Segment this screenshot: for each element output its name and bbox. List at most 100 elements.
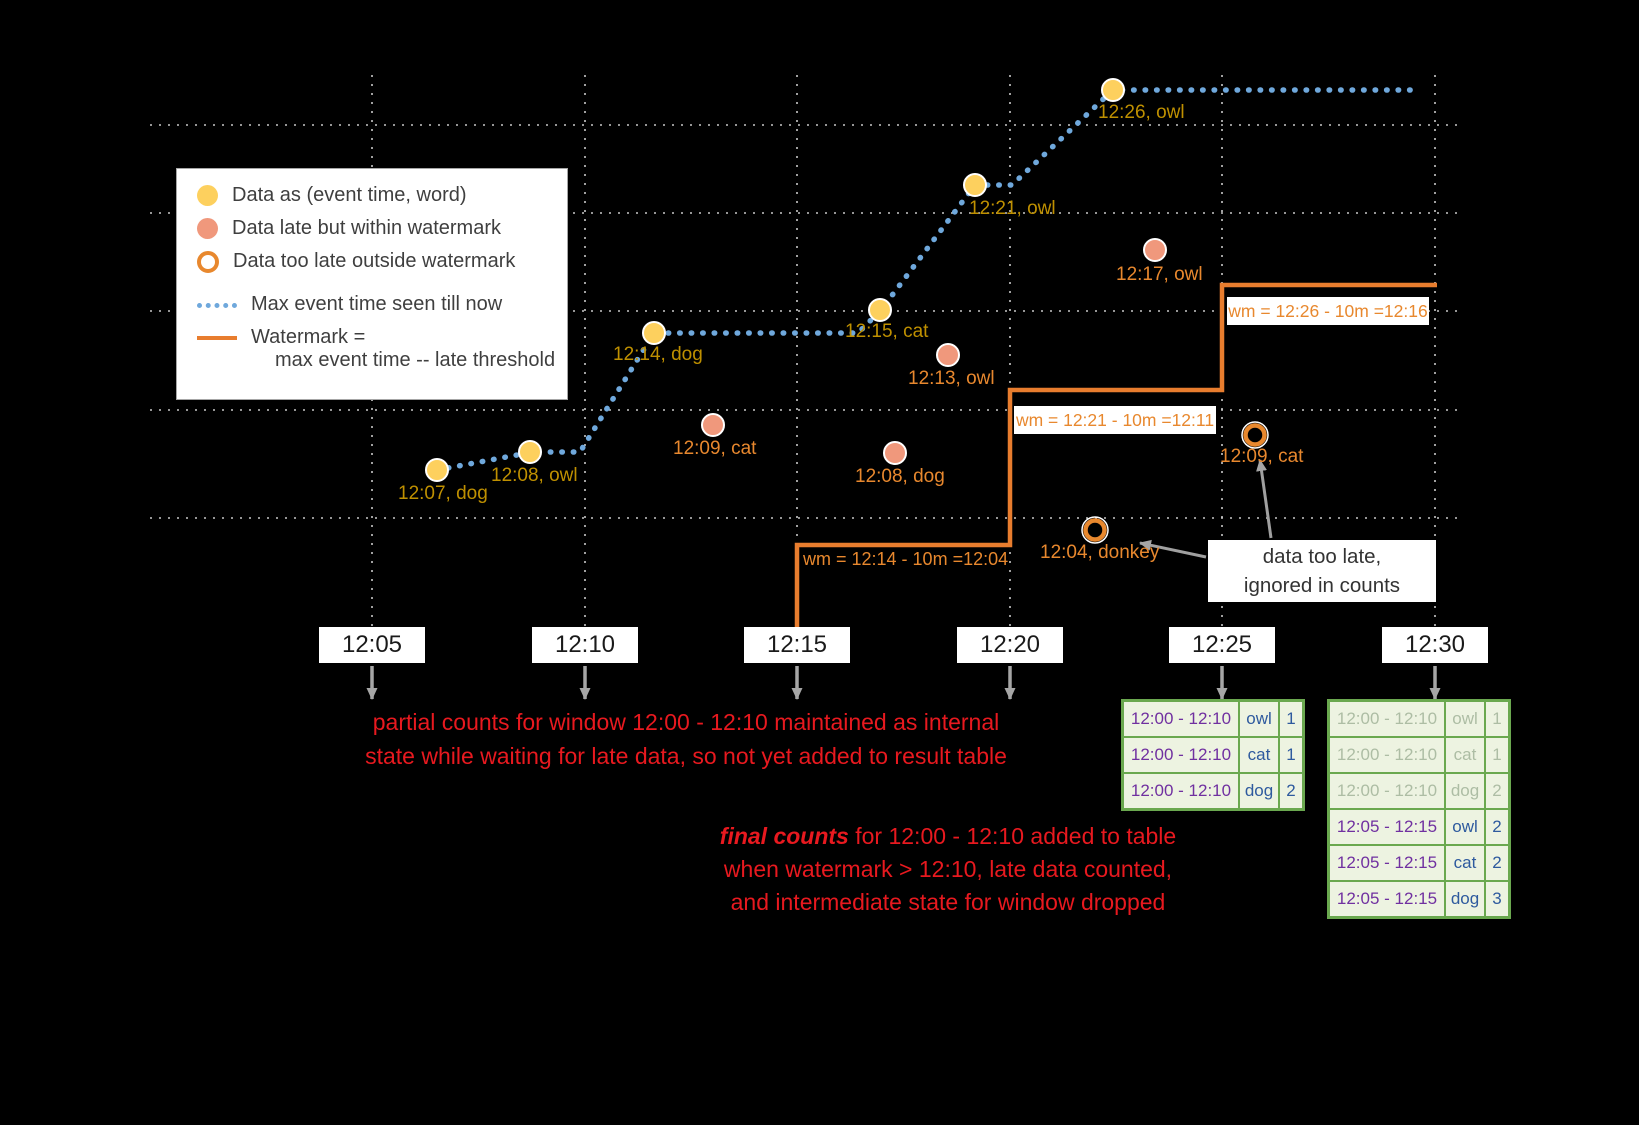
cell-word: dog — [1444, 880, 1486, 919]
cell-window: 12:00 - 12:10 — [1121, 699, 1240, 738]
cell-window: 12:00 - 12:10 — [1327, 772, 1446, 810]
too-late-annotation-arrows — [1139, 459, 1273, 559]
point-late-1209-cat — [701, 413, 725, 437]
label-late-1217-owl: 12:17, owl — [1116, 264, 1203, 285]
cell-count: 2 — [1484, 844, 1511, 882]
watermark-step-label-3: wm = 12:26 - 10m =12:16 — [1227, 297, 1429, 325]
legend: Data as (event time, word) Data late but… — [176, 168, 568, 400]
tick-1225: 12:25 — [1169, 627, 1275, 663]
watermark-step-label-1: wm = 12:14 - 10m =12:04 — [803, 549, 1009, 569]
point-toolate-1204-donkey — [1083, 518, 1107, 542]
final-counts-emphasis: final counts — [719, 823, 849, 849]
cell-count: 1 — [1278, 699, 1305, 738]
label-toolate-1209-cat: 12:09, cat — [1220, 446, 1304, 467]
result-table-1230: 12:00 - 12:10 owl 1 12:00 - 12:10 cat 1 … — [1327, 699, 1511, 919]
too-late-note-line2: ignored in counts — [1243, 574, 1401, 597]
final-counts-note: final counts for 12:00 - 12:10 added to … — [668, 820, 1228, 919]
on-time-points — [425, 78, 1125, 482]
cell-count: 1 — [1278, 736, 1305, 774]
table-row: 12:05 - 12:15 dog 3 — [1327, 880, 1511, 919]
cell-word: cat — [1444, 736, 1486, 774]
cell-word: cat — [1444, 844, 1486, 882]
label-late-1213-owl: 12:13, owl — [908, 368, 995, 389]
tick-1215: 12:15 — [744, 627, 850, 663]
point-1221-owl — [963, 173, 987, 197]
label-1214-dog: 12:14, dog — [613, 344, 703, 365]
legend-label-on-time: Data as (event time, word) — [232, 184, 467, 206]
point-toolate-1209-cat — [1243, 423, 1267, 447]
cell-word: cat — [1238, 736, 1280, 774]
cell-window: 12:05 - 12:15 — [1327, 880, 1446, 919]
tick-1205: 12:05 — [319, 627, 425, 663]
legend-item-max-event-time: Max event time seen till now — [197, 293, 557, 316]
tick-1210: 12:10 — [532, 627, 638, 663]
point-1208-owl — [518, 440, 542, 464]
max-event-time-line — [434, 87, 1419, 473]
point-1215-cat — [868, 298, 892, 322]
arrow-to-late-cat — [1256, 459, 1273, 539]
cell-word: owl — [1238, 699, 1280, 738]
solid-line-icon — [197, 336, 237, 340]
point-1207-dog — [425, 458, 449, 482]
dotted-line-icon — [197, 303, 237, 308]
table-row-dropped: 12:00 - 12:10 cat 1 — [1327, 736, 1511, 774]
point-late-1217-owl — [1143, 238, 1167, 262]
partial-counts-note: partial counts for window 12:00 - 12:10 … — [322, 705, 1050, 773]
tick-1220: 12:20 — [957, 627, 1063, 663]
label-1207-dog: 12:07, dog — [398, 483, 488, 504]
label-late-1209-cat: 12:09, cat — [673, 438, 757, 459]
cell-word: dog — [1238, 772, 1280, 811]
point-toolate-cat-outline — [1241, 421, 1269, 449]
final-counts-line1-rest: for 12:00 - 12:10 added to table — [848, 823, 1177, 849]
final-counts-line1: final counts for 12:00 - 12:10 added to … — [668, 820, 1228, 853]
too-late-ring-icon — [197, 250, 219, 273]
legend-label-too-late: Data too late outside watermark — [233, 250, 516, 272]
table-row: 12:05 - 12:15 cat 2 — [1327, 844, 1511, 882]
cell-window: 12:00 - 12:10 — [1121, 736, 1240, 774]
cell-count: 1 — [1484, 736, 1511, 774]
cell-window: 12:05 - 12:15 — [1327, 808, 1446, 846]
watermark-line — [794, 282, 1437, 634]
legend-label-max-event-time: Max event time seen till now — [251, 293, 503, 315]
cell-count: 2 — [1278, 772, 1305, 811]
table-row: 12:00 - 12:10 owl 1 — [1121, 699, 1305, 738]
cell-word: dog — [1444, 772, 1486, 810]
legend-item-too-late: Data too late outside watermark — [197, 250, 557, 273]
cell-count: 2 — [1484, 772, 1511, 810]
table-row-dropped: 12:00 - 12:10 owl 1 — [1327, 699, 1511, 738]
legend-item-watermark: Watermark = max event time -- late thres… — [197, 326, 557, 372]
cell-window: 12:00 - 12:10 — [1327, 699, 1446, 738]
axis-arrows — [366, 666, 1441, 700]
on-time-dot-icon — [197, 185, 218, 206]
point-late-1208-dog — [883, 441, 907, 465]
tick-1230: 12:30 — [1382, 627, 1488, 663]
partial-counts-line1: partial counts for window 12:00 - 12:10 … — [372, 709, 1000, 735]
point-1214-dog — [642, 321, 666, 345]
cell-count: 2 — [1484, 808, 1511, 846]
result-table-1225: 12:00 - 12:10 owl 1 12:00 - 12:10 cat 1 … — [1121, 699, 1305, 811]
label-1226-owl: 12:26, owl — [1098, 102, 1185, 123]
point-1226-owl — [1101, 78, 1125, 102]
too-late-note: data too late, ignored in counts — [1208, 540, 1436, 602]
point-late-1213-owl — [936, 343, 960, 367]
legend-item-late: Data late but within watermark — [197, 217, 557, 240]
cell-window: 12:00 - 12:10 — [1121, 772, 1240, 811]
too-late-points — [1081, 421, 1269, 544]
final-counts-line2: when watermark > 12:10, late data counte… — [723, 856, 1173, 882]
legend-spacer — [197, 283, 557, 293]
table-row-dropped: 12:00 - 12:10 dog 2 — [1327, 772, 1511, 810]
cell-word: owl — [1444, 808, 1486, 846]
cell-count: 3 — [1484, 880, 1511, 919]
cell-count: 1 — [1484, 699, 1511, 738]
table-row: 12:05 - 12:15 owl 2 — [1327, 808, 1511, 846]
legend-label-late: Data late but within watermark — [232, 217, 502, 239]
cell-window: 12:05 - 12:15 — [1327, 844, 1446, 882]
label-late-1208-dog: 12:08, dog — [855, 466, 945, 487]
cell-word: owl — [1444, 699, 1486, 738]
label-1208-owl: 12:08, owl — [491, 465, 578, 486]
table-row: 12:00 - 12:10 cat 1 — [1121, 736, 1305, 774]
late-points — [701, 238, 1167, 465]
label-1215-cat: 12:15, cat — [845, 321, 929, 342]
point-toolate-donkey-outline — [1081, 516, 1109, 544]
